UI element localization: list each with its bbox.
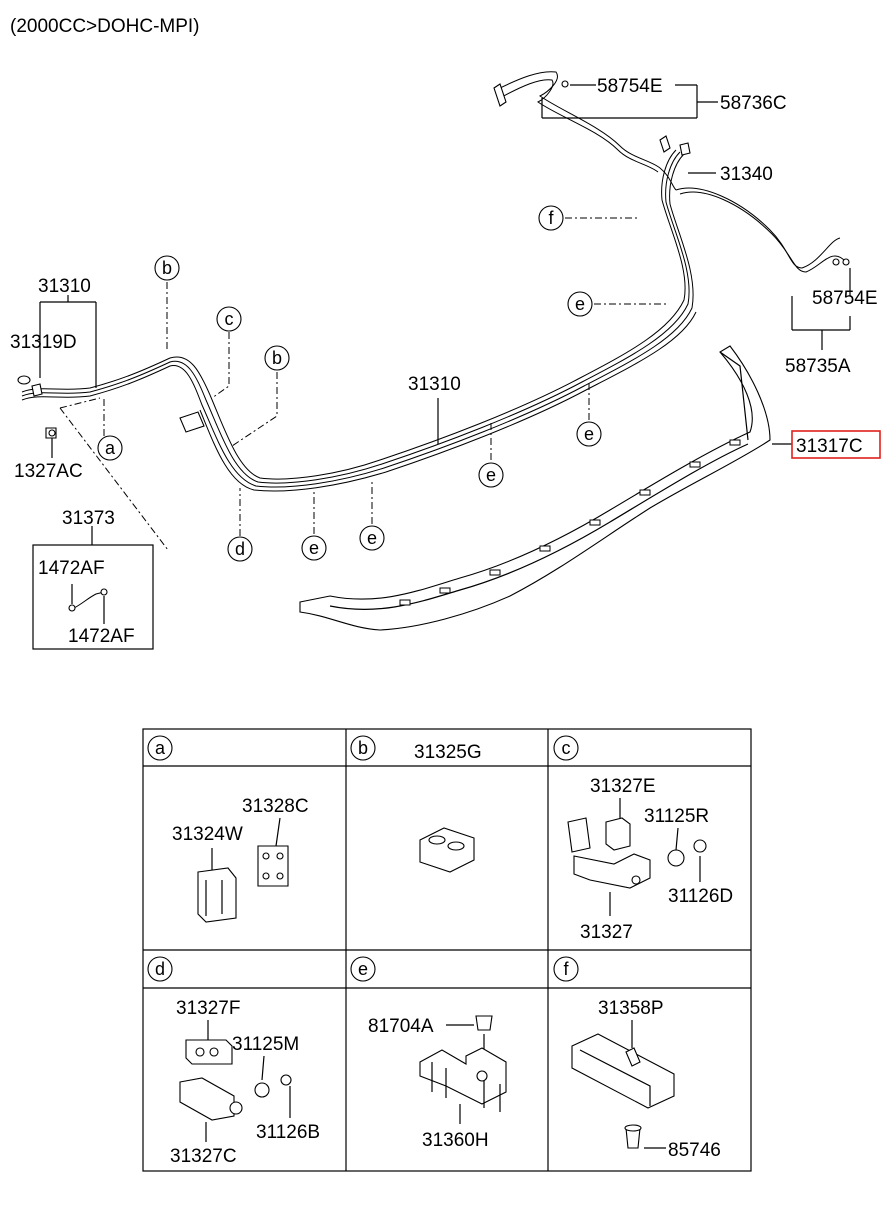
svg-text:e: e (486, 465, 496, 485)
detail-table (142, 728, 752, 1172)
label-1327AC: 1327AC (14, 461, 83, 482)
cell-c: c 31327E 31125R 31126D 31327 (553, 735, 733, 943)
label-31319D: 31319D (10, 332, 77, 353)
cell-d: d 31327F 31125M 31126B 31327C (147, 956, 320, 1167)
svg-text:c: c (562, 738, 571, 758)
label-58754E-top: 58754E (597, 76, 663, 97)
label-81704A: 81704A (368, 1016, 434, 1037)
svg-text:e: e (584, 424, 594, 444)
label-31125M: 31125M (232, 1034, 299, 1055)
label-31126B: 31126B (256, 1122, 320, 1143)
cell-a: a 31328C 31324W (147, 735, 309, 923)
svg-text:f: f (548, 208, 554, 228)
label-31310-mid: 31310 (408, 374, 461, 395)
svg-text:e: e (575, 294, 585, 314)
label-58754E-right: 58754E (812, 288, 878, 309)
circle-letter-d-top: d (227, 536, 253, 562)
label-31327E: 31327E (590, 776, 656, 797)
circle-letter-b-top: b (154, 255, 180, 281)
circle-letter-e-4: e (576, 421, 602, 447)
svg-text:b: b (358, 738, 368, 758)
label-58736C: 58736C (720, 93, 787, 114)
label-85746: 85746 (668, 1140, 721, 1161)
svg-text:d: d (155, 959, 165, 979)
circle-letter-b-mid: b (264, 345, 290, 371)
svg-text:f: f (563, 959, 569, 979)
circle-letter-e-3: e (478, 462, 504, 488)
label-31325G: 31325G (414, 742, 482, 763)
label-31340: 31340 (720, 164, 773, 185)
circle-letter-f-top: f (538, 205, 564, 231)
label-31327F: 31327F (176, 998, 240, 1019)
label-31310-left: 31310 (38, 276, 91, 297)
svg-text:b: b (162, 258, 172, 278)
label-31327C: 31327C (170, 1146, 237, 1167)
cell-b: b 31325G (350, 735, 482, 873)
label-31373: 31373 (62, 508, 115, 529)
svg-text:a: a (105, 438, 116, 458)
circle-letter-e-5: e (567, 291, 593, 317)
label-31358P: 31358P (598, 998, 664, 1019)
letter-leaders (103, 217, 668, 536)
svg-text:e: e (358, 959, 368, 979)
svg-text:e: e (367, 528, 377, 548)
highlight-box-31317C (791, 430, 881, 459)
label-1472AF-a: 1472AF (38, 558, 105, 579)
label-31324W: 31324W (172, 824, 243, 845)
svg-text:e: e (309, 538, 319, 558)
svg-text:b: b (272, 348, 282, 368)
leader-lines (39, 84, 851, 551)
label-31360H: 31360H (422, 1130, 489, 1151)
svg-text:a: a (155, 738, 166, 758)
inset-31373: 1472AF 1472AF (32, 544, 154, 650)
label-58735A: 58735A (785, 356, 851, 377)
label-31317C: 31317C (796, 436, 863, 457)
svg-text:c: c (225, 309, 234, 329)
label-31327: 31327 (580, 922, 633, 943)
label-31125R: 31125R (644, 806, 709, 827)
circle-letter-c-top: c (216, 306, 242, 332)
circle-letter-e-2: e (359, 525, 385, 551)
circle-letter-a-top: a (97, 435, 123, 461)
cross-member-31317C (299, 345, 771, 631)
engine-note: (2000CC>DOHC-MPI) (10, 16, 200, 37)
label-31126D: 31126D (668, 886, 733, 907)
label-31328C: 31328C (242, 796, 309, 817)
fuel-tube-bundle (17, 71, 850, 492)
label-1472AF-b: 1472AF (68, 626, 135, 647)
cell-f: f 31358P 85746 (553, 956, 721, 1161)
svg-text:d: d (235, 539, 245, 559)
cell-e: e 81704A 31360H (350, 956, 507, 1151)
circle-letter-e-1: e (301, 535, 327, 561)
